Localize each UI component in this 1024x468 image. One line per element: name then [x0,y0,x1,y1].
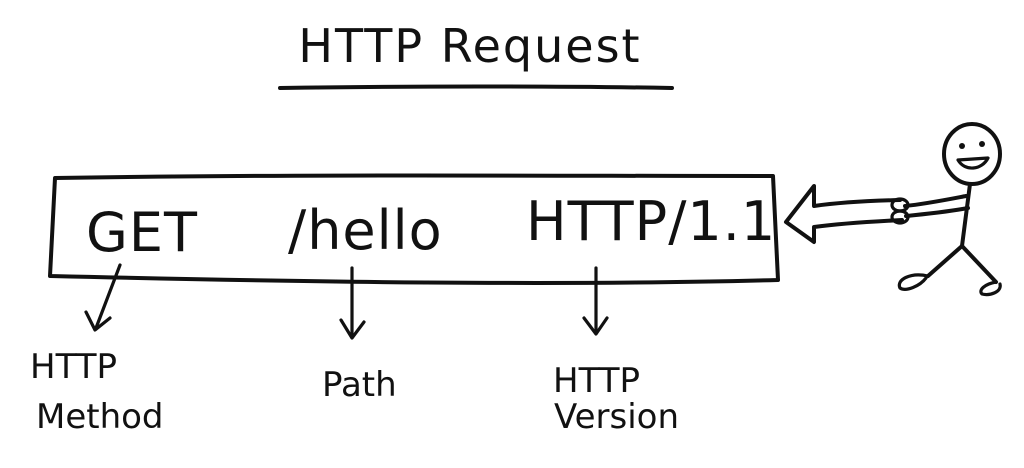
method-arrow [84,263,122,332]
diagram-title: HTTP Request [298,19,641,73]
path-label: Path [322,365,397,405]
version-label-line2: Version [554,397,679,437]
stick-figure-icon [890,122,1002,297]
request-path: /hello [288,199,443,262]
version-arrow [582,266,609,336]
request-version: HTTP/1.1 [526,190,776,253]
method-label-line1: HTTP [30,347,117,387]
request-box [48,173,780,285]
push-arrow-icon [784,184,904,244]
title-underline [278,84,674,90]
request-method: GET [86,201,198,264]
path-arrow [339,266,366,340]
method-label-line2: Method [36,397,164,437]
version-label-line1: HTTP [553,361,640,401]
